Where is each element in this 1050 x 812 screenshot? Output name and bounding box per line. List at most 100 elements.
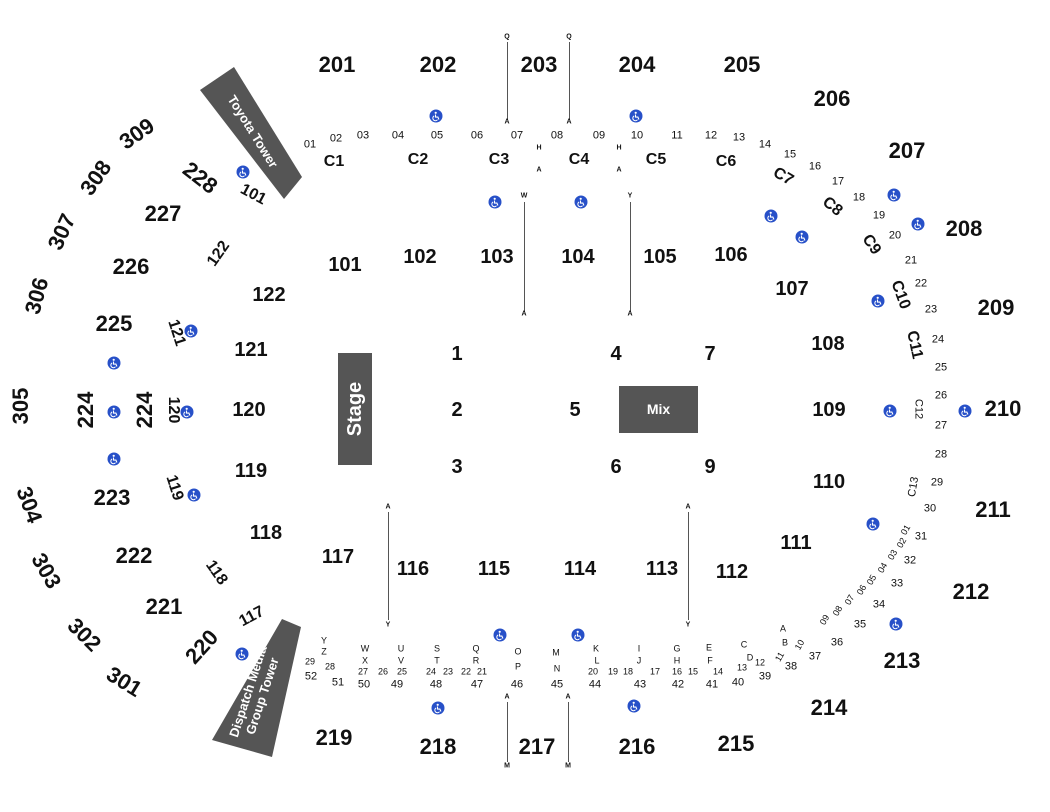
suite-number[interactable]: 28 [934, 448, 948, 461]
suite-number[interactable]: 10 [630, 129, 644, 142]
club-box[interactable]: C7 [770, 164, 797, 190]
suite-number[interactable]: 49 [390, 678, 404, 691]
section-100[interactable]: 101 [237, 180, 270, 209]
section-300[interactable]: 306 [19, 274, 54, 317]
club-box[interactable]: C13 [905, 475, 922, 498]
floor-section[interactable]: 6 [610, 456, 622, 478]
section-100[interactable]: 119 [162, 472, 187, 503]
section-100[interactable]: 112 [715, 561, 749, 583]
section-200[interactable]: 223 [93, 485, 131, 510]
suite-number[interactable]: 32 [903, 554, 917, 567]
suite-number[interactable]: 05 [430, 129, 444, 142]
section-100[interactable]: 119 [234, 460, 268, 482]
suite-number[interactable]: 18 [852, 191, 866, 204]
section-100[interactable]: 120 [232, 399, 266, 421]
suite-number[interactable]: 17 [831, 175, 845, 188]
suite-number[interactable]: 02 [329, 132, 343, 145]
club-box[interactable]: C11 [903, 329, 926, 361]
suite-number[interactable]: 04 [391, 129, 405, 142]
section-100[interactable]: 107 [775, 278, 809, 300]
section-100[interactable]: 109 [812, 399, 846, 421]
section-100[interactable]: 116 [396, 558, 430, 580]
club-box[interactable]: C1 [323, 153, 345, 170]
section-200[interactable]: 205 [723, 52, 761, 77]
suite-number[interactable]: 45 [550, 678, 564, 691]
club-box[interactable]: C4 [568, 151, 590, 168]
section-300[interactable]: 309 [114, 112, 159, 155]
suite-number[interactable]: 31 [914, 530, 928, 543]
floor-section[interactable]: 9 [704, 456, 716, 478]
suite-number[interactable]: 22 [914, 277, 928, 290]
suite-number[interactable]: 36 [830, 636, 844, 649]
club-box[interactable]: C3 [488, 151, 510, 168]
section-200[interactable]: 227 [144, 201, 182, 226]
suite-number[interactable]: 46 [510, 678, 524, 691]
suite-number[interactable]: 33 [890, 577, 904, 590]
suite-number[interactable]: 15 [783, 148, 797, 161]
club-box[interactable]: C6 [715, 153, 737, 170]
section-100[interactable]: 118 [202, 557, 231, 589]
section-200[interactable]: 228 [178, 156, 223, 199]
section-200[interactable]: 208 [945, 216, 983, 241]
suite-number[interactable]: 27 [934, 419, 948, 432]
section-200[interactable]: 206 [813, 86, 851, 111]
suite-number[interactable]: 06 [470, 129, 484, 142]
suite-number[interactable]: 51 [331, 676, 345, 689]
section-300[interactable]: 302 [62, 612, 107, 657]
section-100[interactable]: 104 [561, 246, 595, 268]
section-200[interactable]: 203 [520, 52, 558, 77]
suite-number[interactable]: 48 [429, 678, 443, 691]
club-box[interactable]: C8 [819, 193, 846, 220]
section-100[interactable]: 122 [252, 284, 286, 306]
section-100[interactable]: 117 [236, 602, 268, 631]
section-200[interactable]: 214 [810, 695, 848, 720]
suite-number[interactable]: 40 [731, 676, 745, 689]
suite-number[interactable]: 52 [304, 670, 318, 683]
club-box[interactable]: C5 [645, 151, 667, 168]
suite-number[interactable]: 26 [934, 389, 948, 402]
suite-number[interactable]: 35 [853, 618, 867, 631]
section-100[interactable]: 117 [321, 546, 355, 568]
suite-number[interactable]: 16 [808, 160, 822, 173]
section-200[interactable]: 226 [112, 254, 150, 279]
suite-number[interactable]: 42 [671, 678, 685, 691]
section-300[interactable]: 303 [26, 548, 67, 593]
section-200[interactable]: 207 [888, 138, 926, 163]
section-100[interactable]: 114 [563, 558, 597, 580]
suite-number[interactable]: 25 [934, 361, 948, 374]
section-100[interactable]: 121 [234, 339, 268, 361]
suite-number[interactable]: 01 [303, 138, 317, 151]
suite-number[interactable]: 39 [758, 670, 772, 683]
section-200[interactable]: 216 [618, 734, 656, 759]
suite-number[interactable]: 38 [784, 660, 798, 673]
section-200[interactable]: 217 [518, 734, 556, 759]
suite-number[interactable]: 11 [671, 129, 683, 142]
suite-number[interactable]: 19 [872, 209, 886, 222]
club-box[interactable]: C10 [887, 278, 914, 312]
section-200[interactable]: 204 [618, 52, 656, 77]
suite-number[interactable]: 14 [758, 138, 772, 151]
suite-number[interactable]: 44 [588, 678, 602, 691]
section-200[interactable]: 211 [975, 497, 1011, 522]
section-300[interactable]: 301 [102, 661, 147, 702]
club-box[interactable]: C9 [858, 231, 885, 258]
section-200[interactable]: 219 [315, 725, 353, 750]
section-200[interactable]: 218 [419, 734, 457, 759]
suite-number[interactable]: 34 [872, 598, 886, 611]
suite-number[interactable]: 13 [732, 131, 746, 144]
section-200[interactable]: 201 [318, 52, 356, 77]
suite-number[interactable]: 03 [356, 129, 370, 142]
suite-number[interactable]: 08 [550, 129, 564, 142]
floor-section[interactable]: 7 [704, 343, 716, 365]
club-box[interactable]: C12 [912, 398, 925, 420]
section-300[interactable]: 305 [8, 387, 33, 425]
section-100[interactable]: 118 [249, 522, 283, 544]
section-200[interactable]: 224 [73, 391, 98, 429]
section-200[interactable]: 209 [977, 295, 1015, 320]
floor-section[interactable]: 4 [610, 343, 622, 365]
suite-number[interactable]: 41 [705, 678, 719, 691]
section-200[interactable]: 224 [132, 391, 157, 429]
suite-number[interactable]: 50 [357, 678, 371, 691]
section-200[interactable]: 213 [883, 648, 921, 673]
section-200[interactable]: 220 [180, 624, 224, 669]
